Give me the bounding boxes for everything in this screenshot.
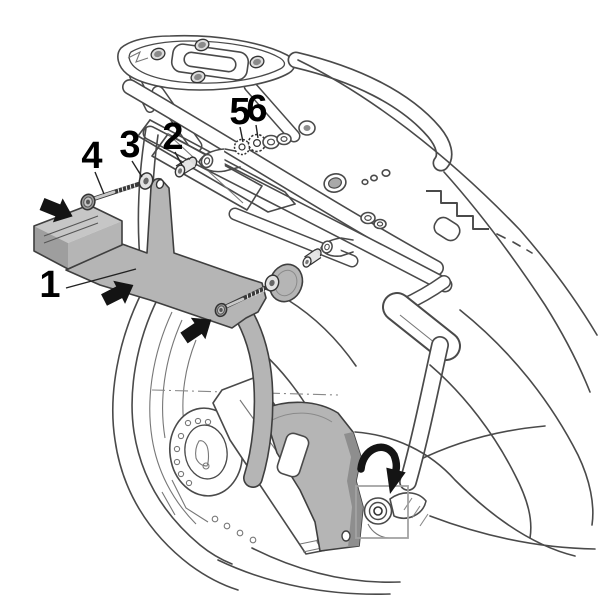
callout-1: 1 bbox=[39, 264, 60, 306]
push-arrow-icon bbox=[101, 280, 134, 306]
frame-mount-hole bbox=[200, 153, 214, 169]
push-arrow-icon bbox=[39, 197, 73, 223]
leader-1 bbox=[65, 268, 137, 289]
bracket-foot-hole bbox=[341, 530, 351, 542]
washer-part3 bbox=[138, 172, 154, 190]
luggage-rack-plate bbox=[117, 34, 296, 91]
rear-bolt bbox=[214, 274, 280, 318]
spacer-part2 bbox=[174, 156, 198, 178]
leader-4 bbox=[94, 171, 105, 195]
leader-6 bbox=[255, 124, 259, 139]
footpeg-exhaust-area bbox=[354, 292, 596, 557]
bracket-plate-slot bbox=[276, 432, 310, 478]
callout-5: 5 bbox=[229, 91, 250, 133]
tail-step-line bbox=[426, 190, 489, 230]
socket-bolt-part4 bbox=[80, 181, 142, 211]
leader-2 bbox=[174, 151, 183, 166]
fender-outer-edge bbox=[112, 291, 239, 591]
leader-3 bbox=[131, 160, 143, 178]
leader-5 bbox=[239, 126, 244, 143]
side-case-bracket bbox=[33, 177, 364, 552]
annotations: 1 2 3 4 5 6 bbox=[39, 88, 409, 539]
footpeg-hook-boss bbox=[363, 492, 596, 550]
callout-6: 6 bbox=[246, 88, 267, 130]
rear-wheel bbox=[112, 277, 401, 596]
push-arrow-icon bbox=[180, 317, 212, 344]
fasteners bbox=[80, 132, 322, 318]
callout-4: 4 bbox=[81, 135, 102, 177]
callout-2: 2 bbox=[162, 116, 183, 158]
grab-rail bbox=[287, 51, 453, 172]
rear-spacer bbox=[302, 248, 322, 268]
rotate-arrow-icon bbox=[357, 443, 406, 494]
brake-disc bbox=[169, 407, 243, 497]
callout-3: 3 bbox=[119, 124, 140, 166]
bracket-upper-hole bbox=[155, 178, 165, 190]
highlight-box bbox=[355, 485, 409, 539]
serrated-washer-part5 bbox=[233, 138, 251, 156]
rack-bolts bbox=[150, 38, 265, 84]
bracket-slotted-tip bbox=[33, 204, 123, 270]
rack-slot bbox=[183, 51, 237, 73]
tail-bodywork bbox=[297, 59, 598, 463]
